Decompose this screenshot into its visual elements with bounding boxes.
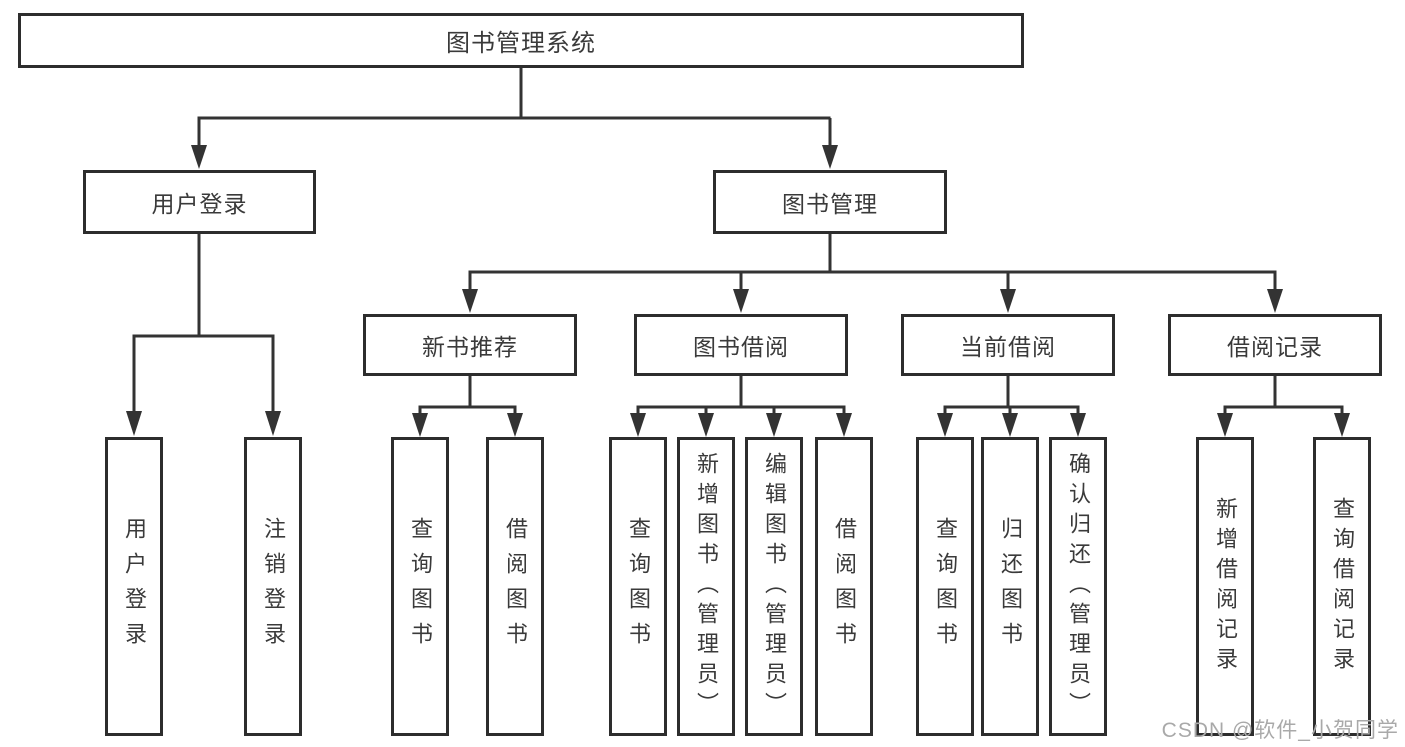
- leaf-cb-return-books: 归还图书: [981, 437, 1039, 736]
- node-book-management-label: 图书管理: [782, 191, 878, 217]
- leaf-cb-confirm-return-admin-label: 确认归还（管理员）: [1066, 451, 1091, 722]
- leaf-bb-edit-book-admin: 编辑图书（管理员）: [745, 437, 803, 736]
- connector-new-book-children: [412, 375, 523, 437]
- node-current-borrow: 当前借阅: [901, 314, 1115, 376]
- leaf-br-query-record: 查询借阅记录: [1313, 437, 1371, 736]
- connector-current-borrow-children: [937, 375, 1086, 437]
- connector-borrow-record-children: [1217, 375, 1350, 437]
- leaf-logout: 注销登录: [244, 437, 302, 736]
- node-borrow-record-label: 借阅记录: [1227, 334, 1323, 360]
- leaf-bb-borrow-books-label: 借阅图书: [832, 516, 857, 657]
- leaf-bb-query-books-label: 查询图书: [626, 516, 651, 657]
- leaf-user-login: 用户登录: [105, 437, 163, 736]
- node-user-login: 用户登录: [83, 170, 316, 234]
- node-new-book-recommend-label: 新书推荐: [422, 334, 518, 360]
- leaf-cb-query-books: 查询图书: [916, 437, 974, 736]
- leaf-nb-borrow-books-label: 借阅图书: [503, 516, 528, 657]
- leaf-bb-edit-book-admin-label: 编辑图书（管理员）: [762, 451, 787, 722]
- leaf-nb-borrow-books: 借阅图书: [486, 437, 544, 736]
- leaf-bb-borrow-books: 借阅图书: [815, 437, 873, 736]
- connector-user-login-children: [126, 233, 281, 436]
- leaf-logout-label: 注销登录: [261, 516, 286, 657]
- connector-book-management-children: [462, 233, 1283, 313]
- leaf-bb-add-book-admin: 新增图书（管理员）: [677, 437, 735, 736]
- connector-root-to-level2: [191, 67, 838, 169]
- leaf-bb-query-books: 查询图书: [609, 437, 667, 736]
- node-root-label: 图书管理系统: [446, 30, 596, 57]
- node-new-book-recommend: 新书推荐: [363, 314, 577, 376]
- leaf-cb-return-books-label: 归还图书: [998, 516, 1023, 657]
- leaf-nb-query-books-label: 查询图书: [408, 516, 433, 657]
- node-book-borrow-label: 图书借阅: [693, 334, 789, 360]
- leaf-cb-query-books-label: 查询图书: [933, 516, 958, 657]
- node-book-management: 图书管理: [713, 170, 947, 234]
- csdn-watermark: CSDN @软件_小贺同学: [1161, 719, 1399, 742]
- leaf-bb-add-book-admin-label: 新增图书（管理员）: [694, 451, 719, 722]
- node-borrow-record: 借阅记录: [1168, 314, 1382, 376]
- node-root: 图书管理系统: [18, 13, 1024, 68]
- leaf-user-login-label: 用户登录: [122, 516, 147, 657]
- node-book-borrow: 图书借阅: [634, 314, 848, 376]
- connector-book-borrow-children: [630, 375, 852, 437]
- node-current-borrow-label: 当前借阅: [960, 334, 1056, 360]
- leaf-br-add-record-label: 新增借阅记录: [1213, 496, 1238, 677]
- leaf-br-query-record-label: 查询借阅记录: [1330, 496, 1355, 677]
- leaf-br-add-record: 新增借阅记录: [1196, 437, 1254, 736]
- leaf-nb-query-books: 查询图书: [391, 437, 449, 736]
- leaf-cb-confirm-return-admin: 确认归还（管理员）: [1049, 437, 1107, 736]
- node-user-login-label: 用户登录: [151, 191, 248, 217]
